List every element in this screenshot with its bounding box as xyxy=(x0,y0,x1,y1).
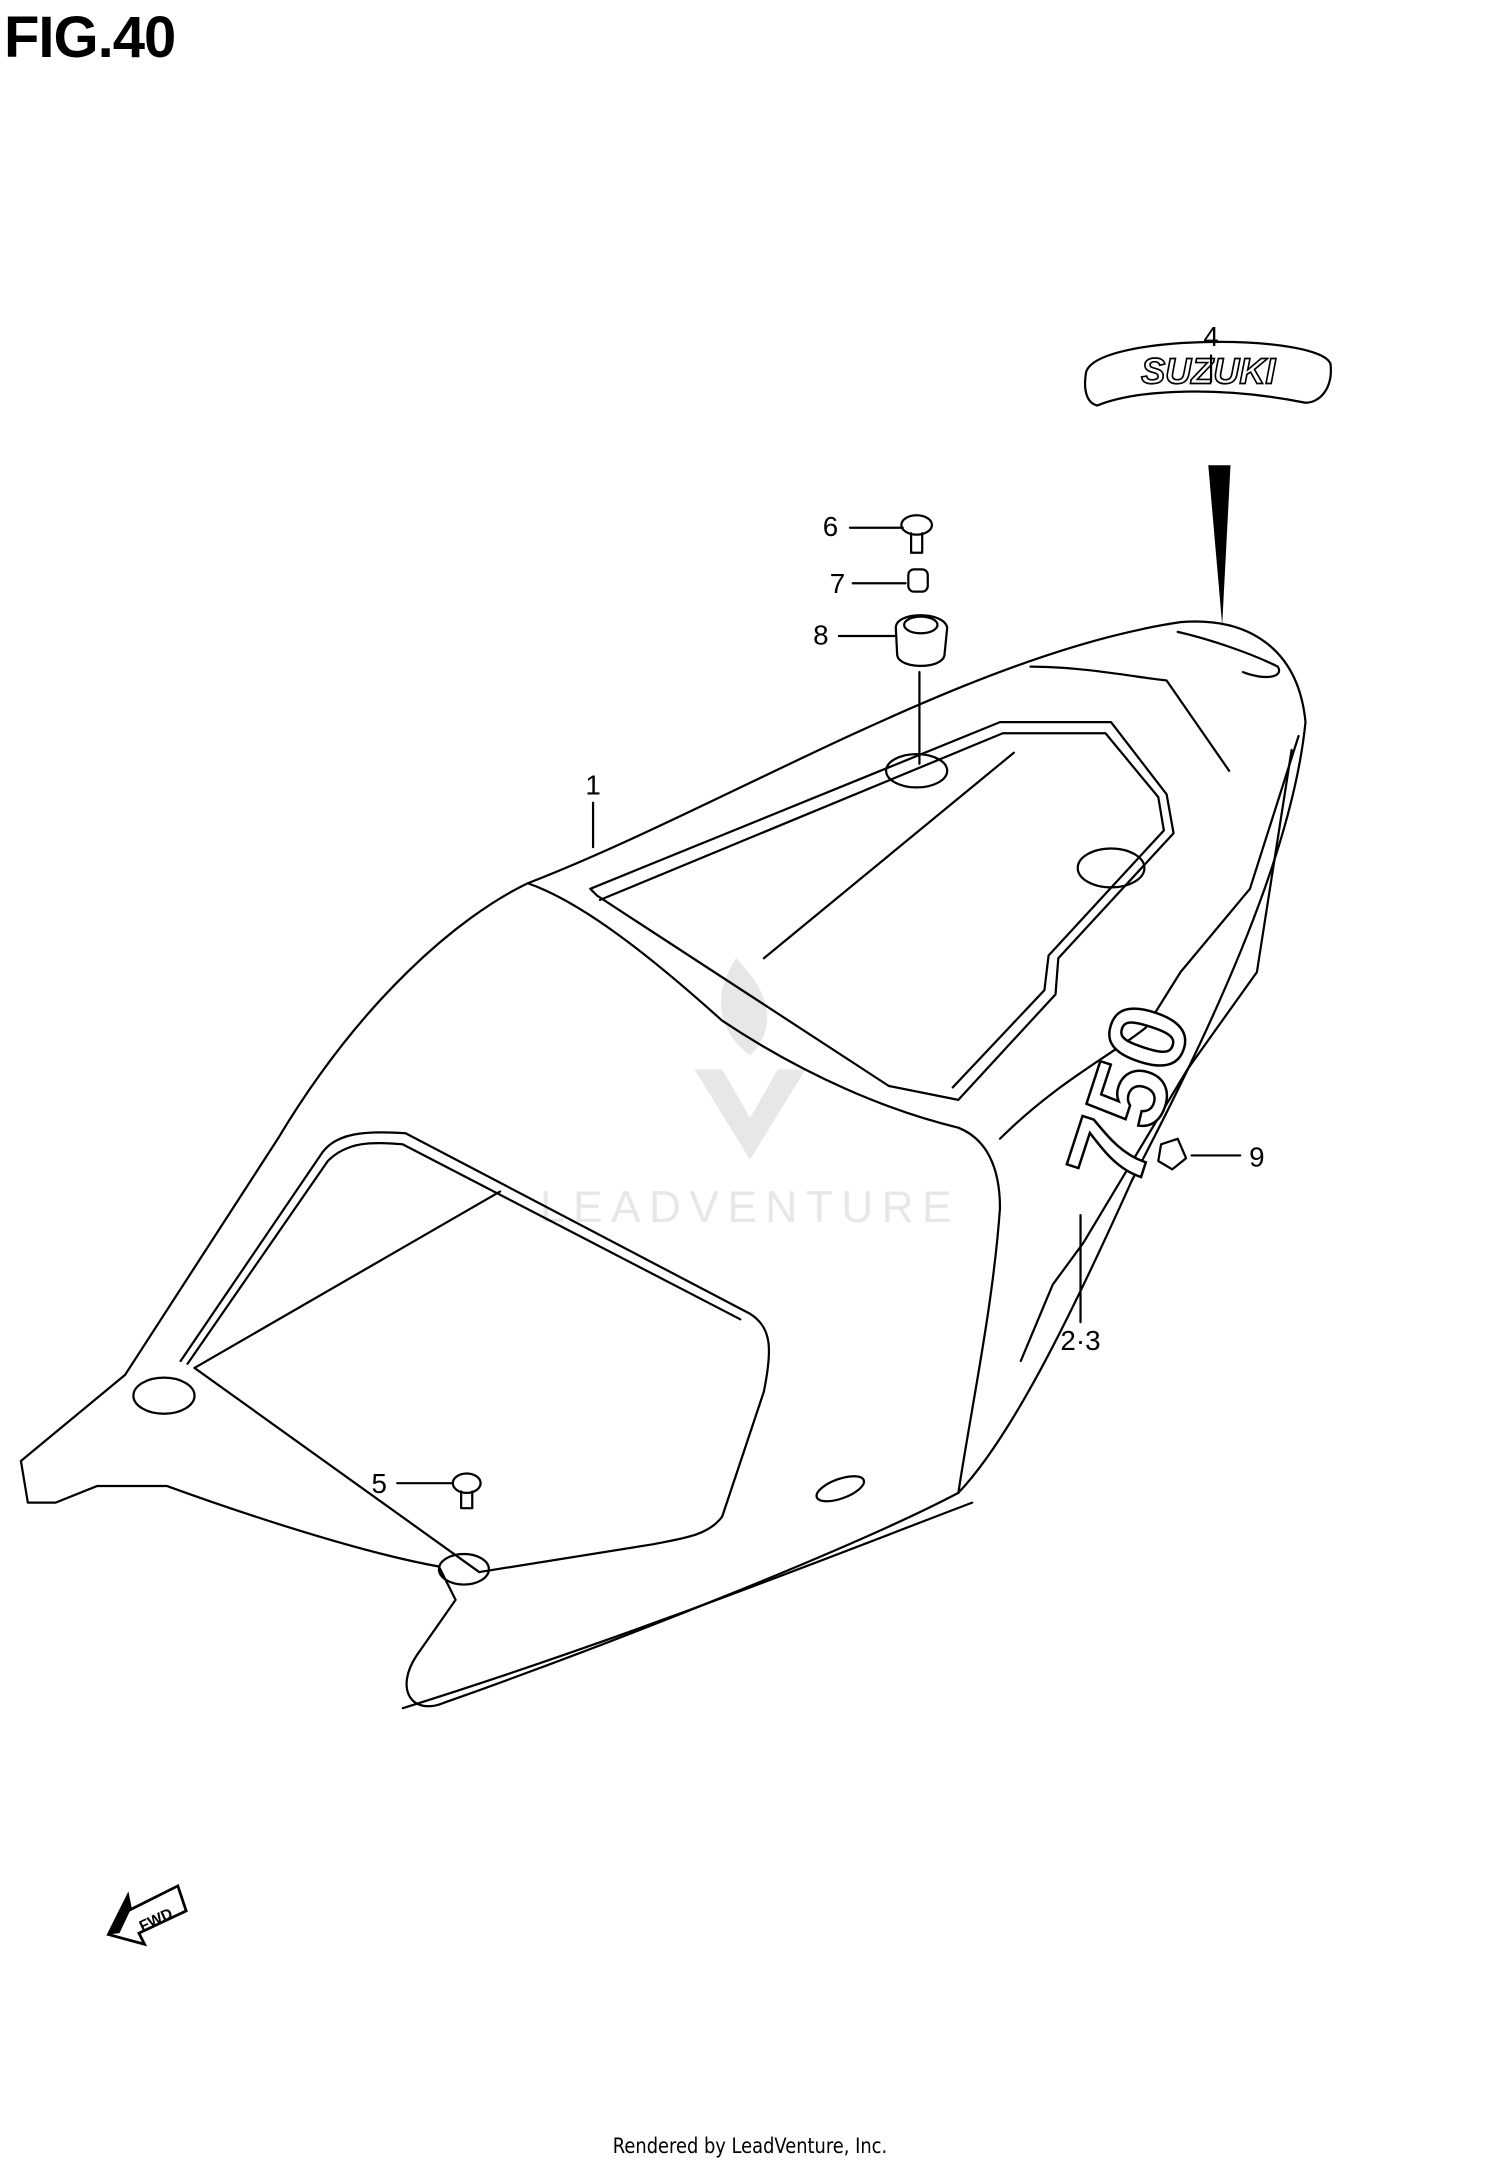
side-decal-750: 750 xyxy=(1042,988,1215,1200)
callout-4: 4 xyxy=(1203,321,1218,352)
cushion-8 xyxy=(894,614,949,667)
footer-credit: Rendered by LeadVenture, Inc. xyxy=(612,2134,888,2158)
screw-6 xyxy=(900,514,934,554)
figure-title: FIG.40 xyxy=(4,5,176,70)
callout-8: 8 xyxy=(813,619,828,650)
callout-6: 6 xyxy=(823,511,838,542)
forward-arrow-icon: FWD xyxy=(106,1883,188,1947)
watermark-text: LEADVENTURE xyxy=(540,1183,960,1232)
screw-5 xyxy=(451,1472,482,1510)
emblem-text: SUZUKI xyxy=(1141,350,1276,391)
watermark-logo: LEADVENTURE xyxy=(540,958,960,1232)
leader-lines xyxy=(396,354,1242,1485)
callout-9: 9 xyxy=(1249,1142,1264,1173)
seat-tail-cowl xyxy=(19,620,1307,1710)
side-decal-text: 750 xyxy=(1043,990,1214,1199)
callout-7: 7 xyxy=(830,568,845,599)
nut-9 xyxy=(1157,1137,1188,1171)
collar-7 xyxy=(907,568,929,593)
callout-1: 1 xyxy=(585,769,600,800)
callout-2-3: 2·3 xyxy=(1060,1325,1100,1356)
callout-5: 5 xyxy=(371,1468,386,1499)
suzuki-emblem: SUZUKI xyxy=(1083,340,1332,625)
